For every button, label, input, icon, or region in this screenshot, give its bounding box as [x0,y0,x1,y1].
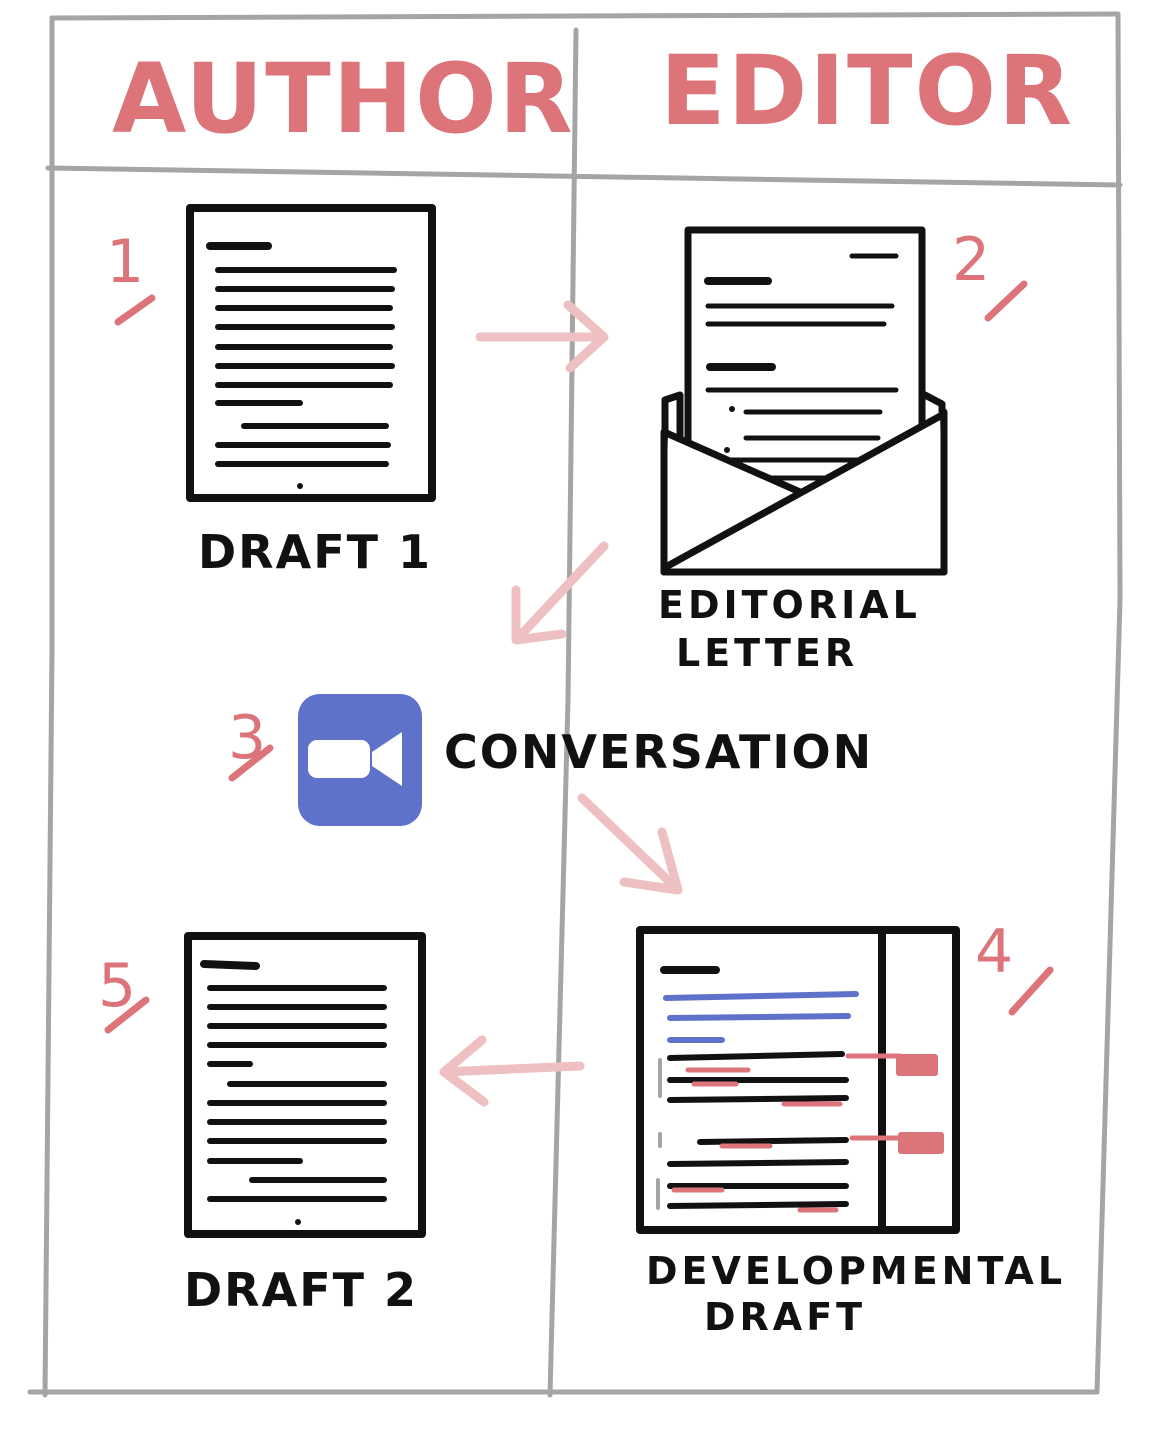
editorial-letter-caption-line-1: EDITORIAL [658,583,921,627]
editorial-letter-envelope-icon [660,226,948,576]
step-tick-2 [984,280,1028,322]
step-number-1: 1 [106,227,144,297]
step-tick-1 [114,294,156,326]
step-tick-4 [1008,966,1054,1016]
step-number-2: 2 [952,225,990,295]
conversation-video-camera-icon [298,694,422,826]
draft-2-document-icon [184,932,426,1238]
step-number-4: 4 [975,917,1013,987]
developmental-draft-document-icon [636,926,960,1234]
editor-header: EDITOR [660,35,1074,147]
step-tick-5 [104,996,150,1034]
arrow-letter-to-conversation [511,541,609,645]
author-header: AUTHOR [112,43,575,155]
arrow-conversation-to-developmental [577,793,683,895]
arrow-draft1-to-letter [475,300,609,373]
arrow-developmental-to-draft2 [439,1035,585,1107]
conversation-caption: CONVERSATION [444,725,873,779]
step-tick-3 [228,744,274,782]
table-grid [27,11,1123,1398]
draft-1-document-icon [186,204,436,502]
editorial-letter-caption-line-2: LETTER [676,631,858,675]
developmental-draft-caption-line-1: DEVELOPMENTAL [646,1249,1066,1293]
draft-2-caption: DRAFT 2 [184,1263,418,1317]
step-number-3: 3 [228,703,266,773]
draft-1-caption: DRAFT 1 [198,525,432,579]
developmental-draft-caption-line-2: DRAFT [704,1295,866,1339]
